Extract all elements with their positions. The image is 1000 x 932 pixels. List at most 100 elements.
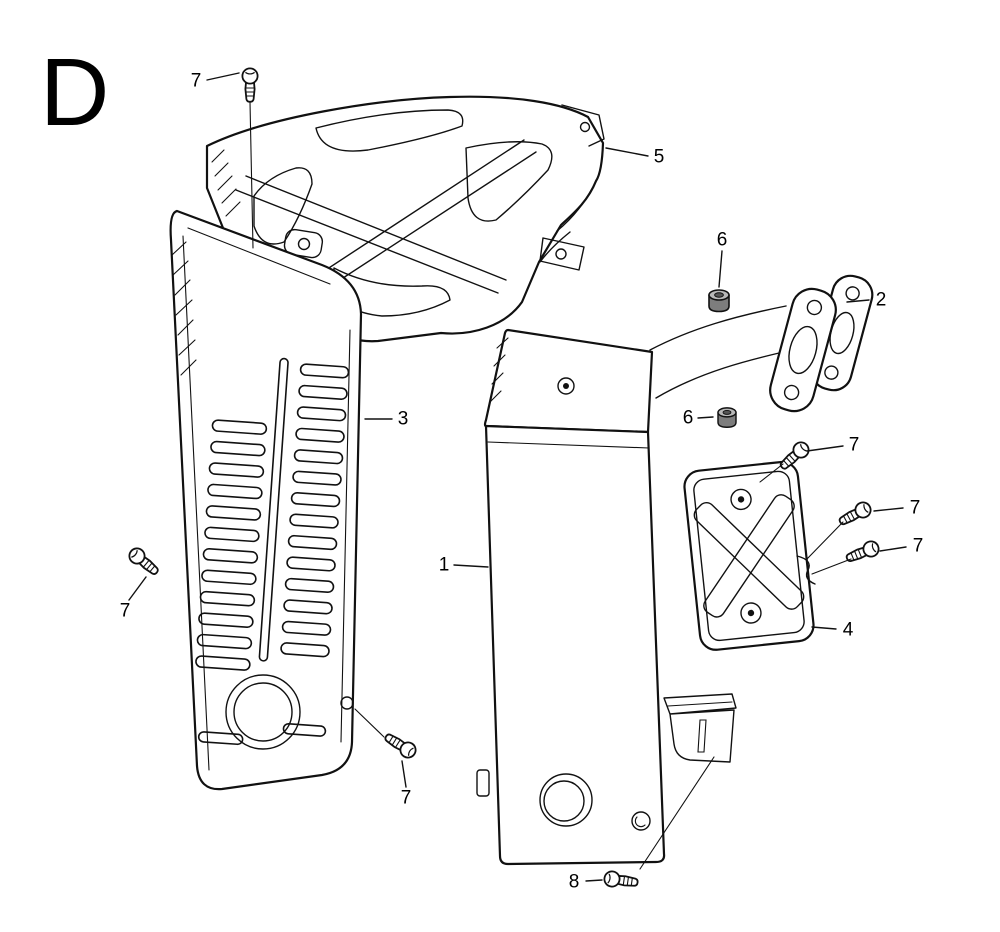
flange-bolt-hole bbox=[783, 384, 800, 401]
vent-slot bbox=[208, 462, 265, 478]
cover-port-inner bbox=[233, 682, 293, 742]
vent-slot bbox=[289, 513, 339, 529]
cover-tab-top-right bbox=[561, 104, 605, 147]
shield-clip bbox=[796, 555, 816, 585]
center-rib bbox=[258, 357, 289, 662]
vent-slot bbox=[205, 505, 262, 521]
cover-tab-left bbox=[283, 228, 324, 259]
vent-slot bbox=[284, 577, 335, 594]
vent-slot bbox=[287, 534, 338, 551]
part-2-flange-gasket bbox=[649, 274, 874, 413]
vented-cover-outline bbox=[169, 209, 363, 791]
vent-slot bbox=[280, 642, 330, 658]
callout-7-right-upper: 7 bbox=[849, 435, 860, 456]
shield-hole-bottom bbox=[740, 602, 762, 624]
callout-8-screw: 8 bbox=[569, 872, 580, 893]
muffler-small-hole bbox=[631, 811, 651, 831]
callout-7-top: 7 bbox=[191, 71, 202, 92]
muffler-bracket bbox=[663, 693, 737, 763]
callout-3-vented-cover: 3 bbox=[398, 409, 409, 430]
vent-slot bbox=[296, 406, 347, 422]
cover-rib-lines bbox=[235, 139, 537, 311]
callout-6-upper: 6 bbox=[717, 230, 728, 251]
flange-plate bbox=[769, 287, 837, 413]
vent-slot bbox=[196, 633, 253, 650]
shield-rib bbox=[703, 494, 795, 618]
screw-7-left bbox=[125, 544, 163, 580]
callout-1-muffler: 1 bbox=[439, 555, 450, 576]
vent-slot bbox=[198, 612, 254, 628]
callout-5-top-cover: 5 bbox=[654, 147, 665, 168]
shield-hole-top-dot bbox=[737, 496, 745, 503]
screw-hole bbox=[340, 696, 354, 710]
hatch-marks bbox=[211, 149, 241, 217]
callout-2-gasket: 2 bbox=[876, 290, 887, 311]
cover-port-outer bbox=[225, 674, 301, 750]
gasket-bolt-hole bbox=[824, 365, 839, 380]
screw-7-bottom bbox=[381, 728, 420, 762]
callout-7-left: 7 bbox=[120, 601, 131, 622]
muffler-top-hole-dot bbox=[563, 383, 569, 389]
vent-slot bbox=[210, 440, 266, 457]
vent-slot bbox=[299, 363, 350, 379]
callout-7-right-middle: 7 bbox=[910, 498, 921, 519]
hatch-marks bbox=[171, 241, 197, 376]
flange-bolt-hole bbox=[806, 299, 823, 316]
cover-recess-top bbox=[315, 109, 464, 152]
screw-7-right-middle bbox=[835, 498, 875, 530]
muffler-port-outer bbox=[539, 773, 593, 827]
screw-8 bbox=[602, 869, 640, 892]
exhaust-pipe bbox=[649, 305, 793, 399]
vent-slot bbox=[199, 590, 256, 607]
nut-6-lower bbox=[717, 407, 737, 428]
vent-slot bbox=[204, 526, 260, 543]
gasket-bolt-hole bbox=[845, 286, 860, 301]
vent-slot bbox=[298, 384, 348, 400]
muffler-top-face bbox=[483, 328, 654, 434]
muffler-seam bbox=[487, 441, 650, 449]
cover-recess-left bbox=[253, 167, 313, 245]
muffler-top-hole bbox=[557, 377, 575, 395]
screw-7-top bbox=[241, 67, 259, 103]
vent-slot bbox=[290, 492, 341, 508]
vent-slot bbox=[295, 427, 345, 443]
vent-slot bbox=[207, 483, 263, 500]
callout-6-lower: 6 bbox=[683, 408, 694, 429]
vent-slot bbox=[286, 556, 336, 572]
cover-recess-right bbox=[465, 141, 553, 222]
vent-slot bbox=[283, 599, 333, 615]
cover-tab-right bbox=[539, 237, 585, 271]
muffler-port-inner bbox=[543, 780, 585, 822]
shield-hole-bottom-dot bbox=[747, 609, 755, 617]
shield-rib bbox=[693, 501, 805, 610]
hatch-marks bbox=[489, 337, 509, 403]
tab-hole bbox=[555, 248, 567, 260]
vent-slot-grid bbox=[195, 357, 350, 746]
vent-slot bbox=[202, 548, 259, 564]
muffler-front-face bbox=[484, 424, 666, 866]
part-1-muffler-body bbox=[476, 328, 737, 866]
nut-6-upper bbox=[708, 289, 730, 313]
vent-slot bbox=[197, 731, 244, 746]
vent-slot bbox=[201, 569, 257, 586]
section-letter: D bbox=[40, 39, 109, 146]
vent-slot bbox=[211, 419, 268, 435]
heat-shield-inner-edge bbox=[693, 470, 805, 642]
vent-slot bbox=[281, 620, 332, 636]
muffler-small-hole-detail bbox=[634, 816, 646, 828]
vent-slot bbox=[293, 449, 344, 465]
cover-fold-lines bbox=[539, 180, 597, 263]
muffler-side-tab bbox=[476, 769, 490, 797]
screw-7-right-lower bbox=[843, 538, 882, 567]
shield-hole-top bbox=[730, 488, 752, 511]
callout-4-heat-shield: 4 bbox=[843, 620, 854, 641]
vent-slot bbox=[292, 470, 342, 486]
part-3-vented-cover bbox=[169, 209, 363, 791]
callout-7-bottom: 7 bbox=[401, 788, 412, 809]
vent-slot bbox=[282, 722, 327, 737]
leader-lines bbox=[128, 72, 907, 882]
bracket-slot bbox=[667, 701, 733, 753]
callout-7-right-lower: 7 bbox=[913, 536, 924, 557]
